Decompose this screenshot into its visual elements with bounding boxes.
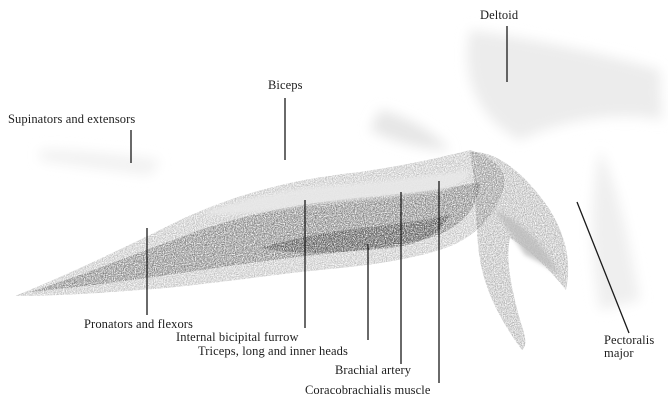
pectoralis-fold xyxy=(470,152,568,350)
label-supinators: Supinators and extensors xyxy=(8,113,135,126)
label-brachial-artery: Brachial artery xyxy=(335,364,411,377)
label-coracobrachialis: Coracobrachialis muscle xyxy=(305,384,431,397)
label-bicipital-furrow: Internal bicipital furrow xyxy=(176,331,299,344)
label-triceps: Triceps, long and inner heads xyxy=(198,345,348,358)
label-pectoralis-line2: major xyxy=(604,347,634,360)
label-biceps: Biceps xyxy=(268,79,303,92)
arm-mass xyxy=(15,150,505,296)
label-deltoid: Deltoid xyxy=(480,9,518,22)
